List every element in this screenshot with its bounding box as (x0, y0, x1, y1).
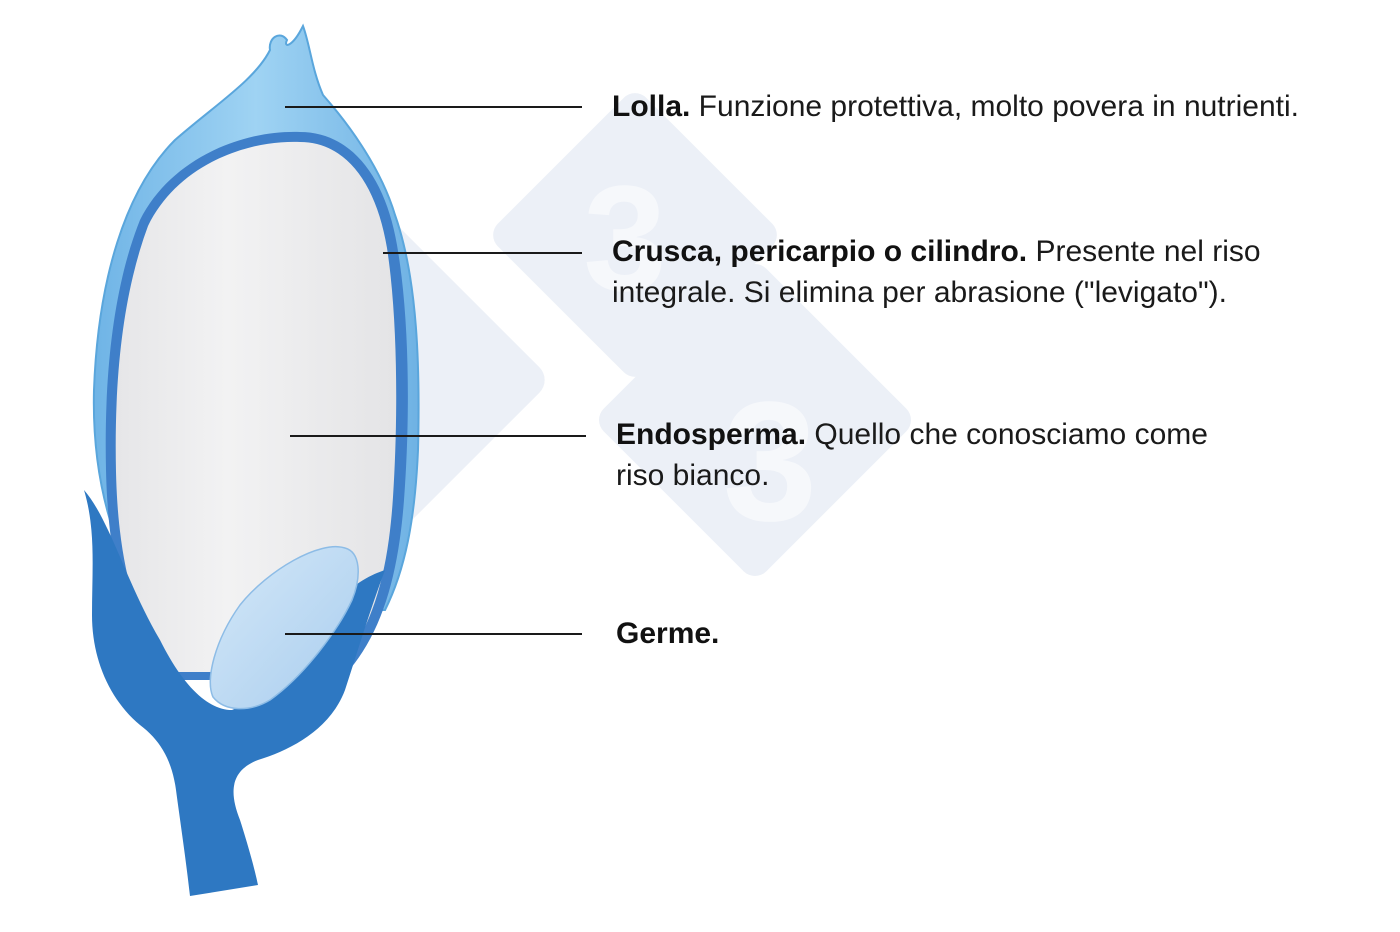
stem-sheath (84, 490, 385, 896)
watermark-diamond-top (493, 93, 777, 377)
label-endosperma-text: Quello che conosciamo come riso bianco. (616, 418, 1208, 492)
watermark-glyph-right: 3 (723, 367, 818, 557)
label-germe: Germe. (616, 613, 1016, 654)
watermark-diamond-right (598, 263, 912, 577)
endosperm (115, 141, 397, 672)
label-germe-title: Germe. (616, 617, 720, 650)
germ (209, 546, 359, 710)
label-crusca-title: Crusca, pericarpio o cilindro. (612, 235, 1028, 268)
label-lolla-text: Funzione protettiva, molto povera in nut… (690, 90, 1300, 123)
label-endosperma-title: Endosperma. (616, 418, 807, 451)
label-endosperma: Endosperma. Quello che conosciamo come r… (616, 414, 1256, 496)
label-crusca-text: Presente nel riso integrale. Si elimina … (612, 235, 1261, 309)
watermark-glyph-top: 3 (583, 154, 666, 322)
label-crusca: Crusca, pericarpio o cilindro. Presente … (612, 231, 1312, 313)
label-lolla: Lolla. Funzione protettiva, molto povera… (612, 86, 1312, 127)
label-lolla-title: Lolla. (612, 90, 691, 123)
